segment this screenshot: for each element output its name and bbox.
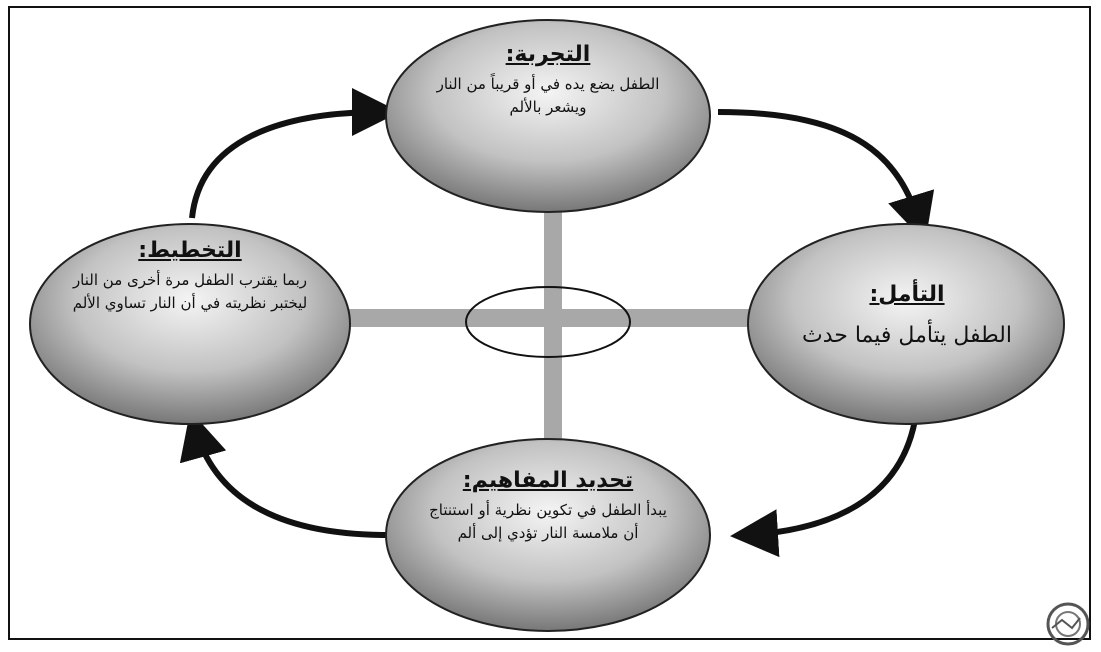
- node-bottom-text: تحديد المفاهيم: يبدأ الطفل في تكوين نظري…: [428, 468, 668, 545]
- node-right-text: التأمل: الطفل يتأمل فيما حدث: [782, 282, 1032, 351]
- arrow-top-to-right: [717, 109, 935, 243]
- node-right-ellipse: [747, 223, 1065, 425]
- node-left-body: ربما يقترب الطفل مرة أخرى من النار ليختب…: [72, 271, 308, 312]
- node-top-title: التجربة:: [505, 42, 591, 67]
- node-right-title: التأمل:: [869, 282, 945, 307]
- center-ellipse: [465, 286, 631, 358]
- node-bottom-body: يبدأ الطفل في تكوين نظرية أو استنتاج أن …: [429, 501, 667, 542]
- corner-logo-icon: [1046, 602, 1090, 646]
- node-bottom-ellipse: [385, 438, 711, 632]
- arrow-bottom-to-left: [179, 410, 389, 538]
- node-top-ellipse: [385, 19, 711, 213]
- node-left-ellipse: [29, 223, 351, 425]
- cross-horizontal-bar: [340, 309, 770, 327]
- node-top-text: التجربة: الطفل يضع يده في أو قريباً من ا…: [428, 42, 668, 119]
- arrow-left-to-top: [189, 88, 400, 219]
- node-left-text: التخطيط: ربما يقترب الطفل مرة أخرى من ال…: [72, 238, 308, 315]
- arrow-right-to-bottom: [730, 419, 918, 558]
- node-bottom-title: تحديد المفاهيم:: [462, 468, 634, 493]
- node-top-body: الطفل يضع يده في أو قريباً من النار ويشع…: [436, 75, 660, 116]
- node-right-body: الطفل يتأمل فيما حدث: [802, 323, 1012, 348]
- node-left-title: التخطيط:: [138, 238, 242, 263]
